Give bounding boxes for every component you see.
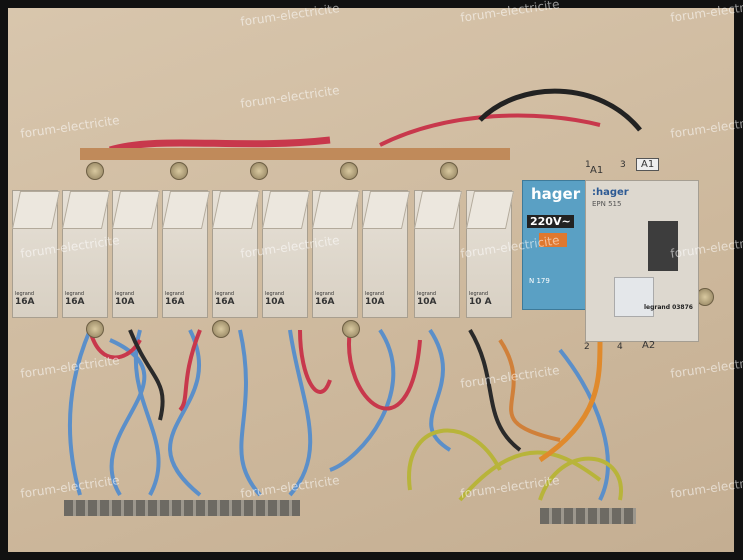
breaker-brand: legrand [165,291,185,297]
terminal-screw [212,320,230,338]
breaker-rating: 10A [417,297,437,307]
breaker-lever[interactable] [11,191,61,229]
breaker-rating: 10A [365,297,385,307]
breaker-brand: legrand [417,291,437,297]
terminal-screw [340,162,358,180]
yellow-green-wires [407,428,623,502]
copper-comb-bar [80,148,510,160]
breaker-lever[interactable] [261,191,311,229]
breaker-rating: 16A [165,297,185,307]
terminal-3: 3 [620,160,626,170]
breaker-rating: 16A [65,297,85,307]
breaker-lever[interactable] [413,191,463,229]
blue-wires [68,328,610,501]
breaker-lever[interactable] [311,191,361,229]
terminal-2: 2 [584,342,590,352]
hager-logo: hager [531,185,581,203]
contactor-window [648,221,678,271]
orange-wire-2 [498,338,561,442]
terminal-screw [440,162,458,180]
terminal-screw [342,320,360,338]
contactor-footer: legrand 03876 [644,304,693,311]
terminal-a1-label: A1 [636,158,660,171]
contactor-cover[interactable] [614,277,654,317]
terminal-a2: A2 [642,340,656,351]
breaker-rating: 16A [15,297,35,307]
terminal-4: 4 [617,342,623,352]
contactor-model: EPN 515 [592,200,622,208]
black-wires [128,328,522,452]
contactor: :hager EPN 515 legrand 03876 [585,180,699,342]
terminal-screw [170,162,188,180]
breaker-brand: legrand [315,291,335,297]
terminal-screw [250,162,268,180]
terminal-screw [86,320,104,338]
relay-model: N 179 [529,277,550,285]
voltage-label: 220V~ [527,215,574,228]
terminal-a1: A1 [590,165,604,176]
breaker-brand: legrand [215,291,235,297]
breaker-brand: legrand [365,291,385,297]
relay-switch[interactable] [539,233,567,247]
breaker-brand: legrand [265,291,285,297]
orange-wire [538,339,603,463]
black-top-wire [478,88,642,132]
breaker-rating: 10A [265,297,285,307]
breaker-rating: 16A [215,297,235,307]
terminal-1: 1 [585,160,591,170]
breaker-lever[interactable] [361,191,411,229]
breaker-rating: 16A [315,297,335,307]
breaker-lever[interactable] [111,191,161,229]
breaker-brand: legrand [15,291,35,297]
red-top-wire [379,113,601,147]
breaker-lever[interactable] [211,191,261,229]
breaker-lever[interactable] [61,191,111,229]
breaker-brand: legrand [115,291,135,297]
breaker-lever[interactable] [465,191,515,229]
terminal-screw [86,162,104,180]
breaker-rating: 10 A [469,297,492,307]
earth-terminal-block [540,508,636,524]
neutral-terminal-block [64,500,300,516]
breaker-lever[interactable] [161,191,211,229]
breaker-brand: legrand [469,291,489,297]
contactor-brand: :hager [592,187,629,198]
breaker-rating: 10A [115,297,135,307]
breaker-brand: legrand [65,291,85,297]
red-busbar-wire [108,136,331,154]
